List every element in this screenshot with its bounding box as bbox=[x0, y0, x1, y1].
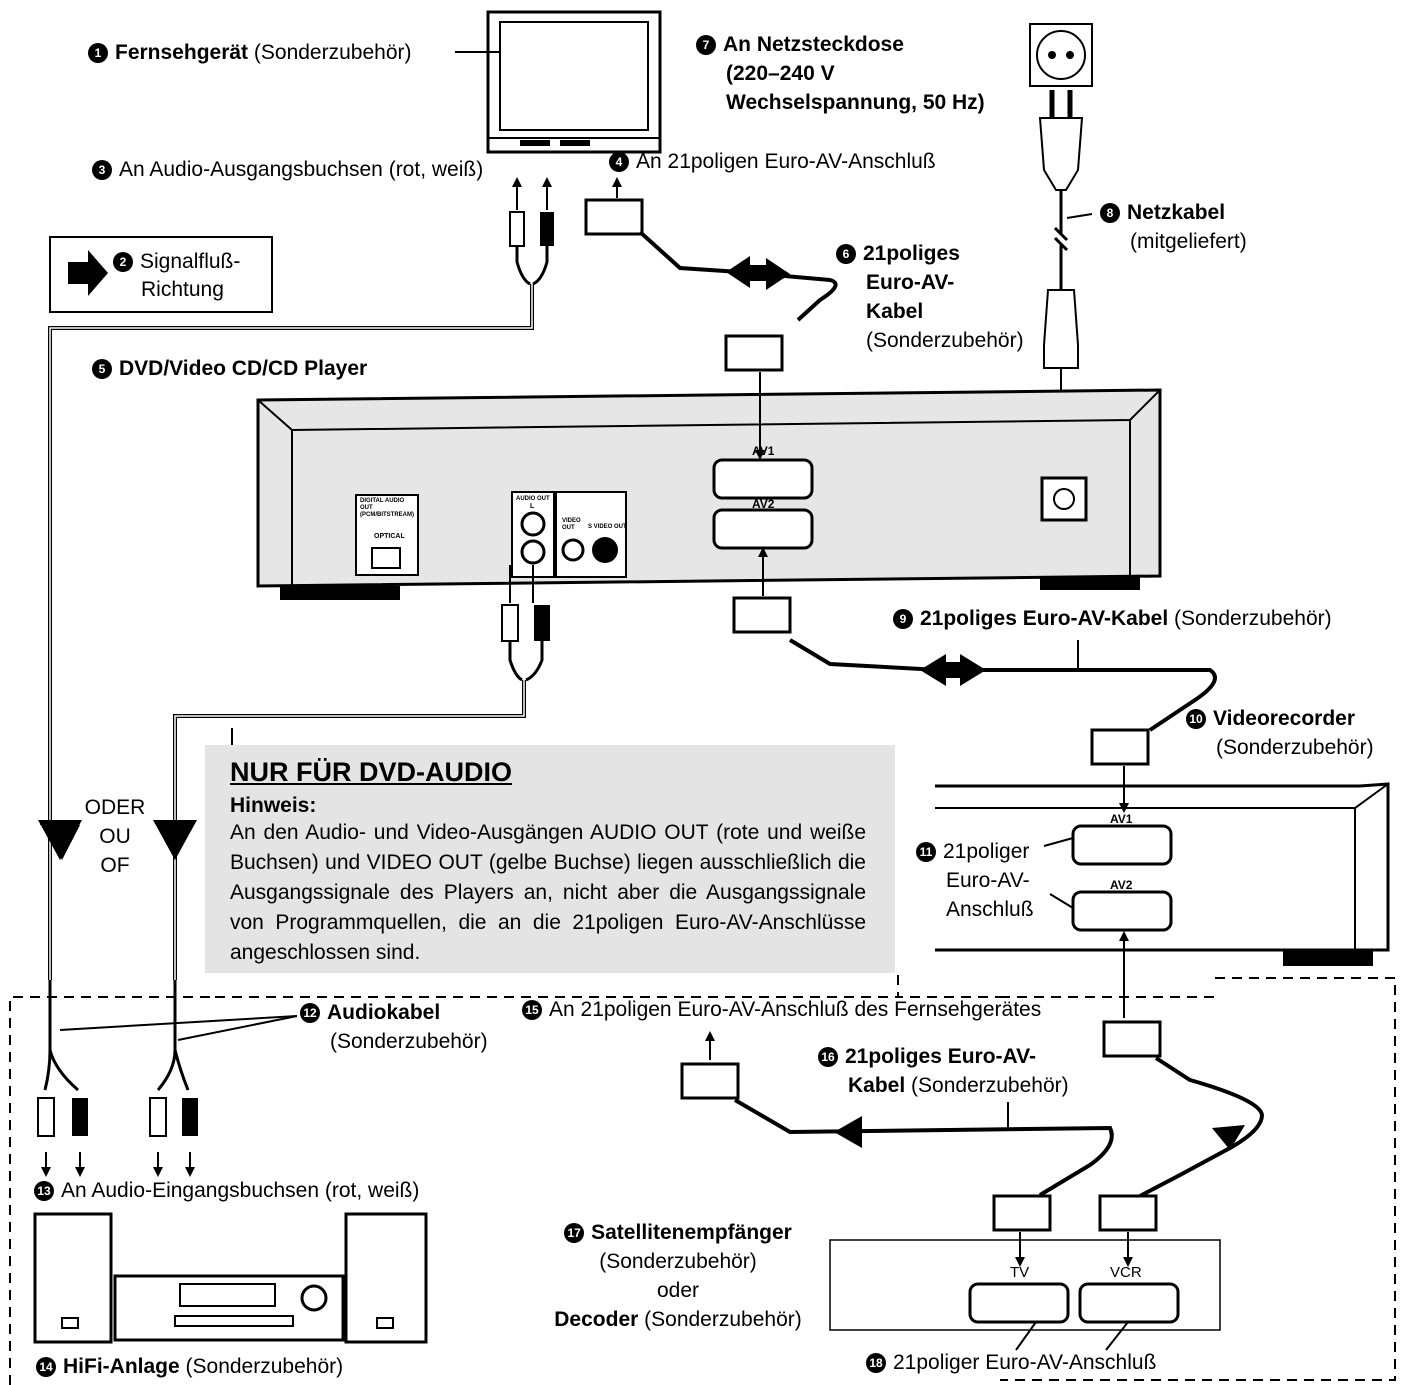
note-subtitle: Hinweis: bbox=[230, 794, 316, 818]
note-title: NUR FÜR DVD-AUDIO bbox=[230, 757, 512, 788]
scart-plug-tv-icon bbox=[586, 200, 642, 234]
power-outlet-icon bbox=[1030, 24, 1092, 86]
hifi-system-icon bbox=[35, 1214, 426, 1342]
port-label-vcr-av1: AV1 bbox=[1110, 812, 1132, 826]
power-cable bbox=[1055, 190, 1067, 290]
bidirectional-arrow-middle bbox=[920, 654, 946, 686]
port-label-sat-tv: TV bbox=[1010, 1264, 1029, 1281]
scart-plug-player-av1-icon bbox=[726, 336, 782, 370]
note-body: An den Audio- und Video-Ausgängen AUDIO … bbox=[230, 818, 866, 968]
scart-plug-player-av2-icon bbox=[734, 598, 790, 632]
power-plug-icon bbox=[1040, 90, 1082, 190]
tv-set-icon bbox=[488, 12, 660, 152]
port-label-audio-l: L bbox=[530, 503, 534, 510]
port-label-sat-vcr: VCR bbox=[1110, 1264, 1142, 1281]
scart-plug-vcr-icon bbox=[1092, 730, 1148, 764]
arrow-to-sat-vcr bbox=[1212, 1125, 1245, 1150]
port-label-player-av1: AV1 bbox=[752, 444, 774, 458]
scart-plug-sat-vcr-cable-icon bbox=[1104, 1022, 1160, 1056]
satellite-receiver-panel bbox=[830, 1240, 1220, 1330]
dvd-player-rear-panel bbox=[258, 390, 1160, 600]
bidirectional-arrow-top bbox=[726, 256, 750, 288]
scart-plug-sat-tv-icon bbox=[994, 1196, 1156, 1230]
port-label-video-out: VIDEO OUT bbox=[562, 518, 586, 532]
port-label-vcr-av2: AV2 bbox=[1110, 878, 1132, 892]
alternatives-label: ODER OU OF bbox=[80, 793, 150, 880]
port-label-optical: OPTICAL bbox=[374, 533, 405, 540]
scart-plug-tv-out-icon bbox=[682, 1064, 738, 1098]
audio-plug-tv-icon bbox=[510, 212, 554, 246]
port-label-player-av2: AV2 bbox=[752, 497, 774, 511]
arrow-to-tv-out bbox=[834, 1116, 862, 1148]
port-label-digital-out: DIGITAL AUDIO OUT (PCM/BITSTREAM) bbox=[360, 498, 416, 519]
port-label-audio-out: AUDIO OUT bbox=[516, 496, 550, 502]
power-connector-icon bbox=[1044, 290, 1078, 368]
port-label-svideo-out: S VIDEO OUT bbox=[588, 524, 627, 530]
audio-plug-hifi-icon bbox=[38, 1098, 198, 1136]
audio-plug-player-icon bbox=[502, 605, 550, 641]
